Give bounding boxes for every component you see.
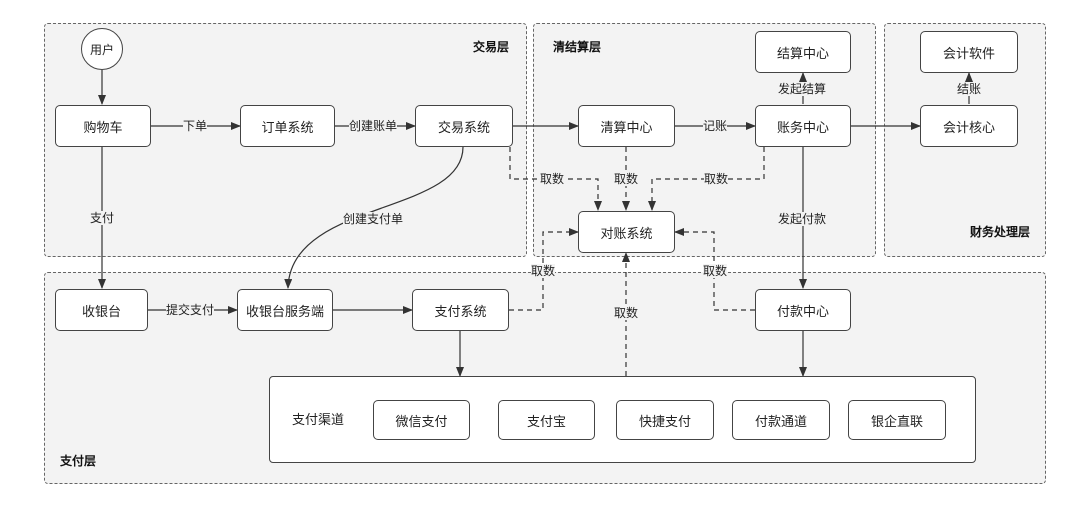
edge-label-submit-payment: 提交支付 xyxy=(166,303,215,317)
accounting-core-node[interactable]: 会计核心 xyxy=(920,105,1018,147)
user-node[interactable]: 用户 xyxy=(81,28,123,70)
edge-label-record: 记账 xyxy=(703,119,728,133)
channel-item[interactable]: 付款通道 xyxy=(732,400,830,440)
accounting-software-node[interactable]: 会计软件 xyxy=(920,31,1018,73)
trade-system-node[interactable]: 交易系统 xyxy=(415,105,513,147)
order-system-node[interactable]: 订单系统 xyxy=(240,105,335,147)
edge-label-place-order: 下单 xyxy=(183,119,208,133)
channel-item[interactable]: 银企直联 xyxy=(848,400,946,440)
finance-layer-title: 财务处理层 xyxy=(970,225,1031,239)
channel-item[interactable]: 支付宝 xyxy=(498,400,595,440)
edge-label-pay: 支付 xyxy=(90,211,115,225)
edge-trade-cashierserver xyxy=(284,146,464,289)
cashier-node[interactable]: 收银台 xyxy=(55,289,148,331)
edge-label-fetch-clearing: 取数 xyxy=(614,172,639,186)
edge-payout-reconcile xyxy=(674,228,755,311)
edge-label-close-books: 结账 xyxy=(957,82,982,96)
edge-label-initiate-payout: 发起付款 xyxy=(778,212,827,226)
payment-channels-title: 支付渠道 xyxy=(292,413,345,428)
cashier-server-node[interactable]: 收银台服务端 xyxy=(237,289,333,331)
channel-item[interactable]: 快捷支付 xyxy=(616,400,714,440)
settlement-center-node[interactable]: 结算中心 xyxy=(755,31,851,73)
reconcile-system-node[interactable]: 对账系统 xyxy=(578,211,675,253)
channel-item[interactable]: 微信支付 xyxy=(373,400,470,440)
edge-label-fetch-payment: 取数 xyxy=(531,264,556,278)
edge-label-initiate-settlement: 发起结算 xyxy=(778,82,827,96)
edge-label-fetch-trade: 取数 xyxy=(540,172,565,186)
payment-layer-title: 支付层 xyxy=(60,454,97,468)
edge-label-fetch-payout: 取数 xyxy=(703,264,728,278)
trade-layer-title: 交易层 xyxy=(473,40,510,54)
clearing-layer-title: 清结算层 xyxy=(553,40,602,54)
cart-node[interactable]: 购物车 xyxy=(55,105,151,147)
clearing-center-node[interactable]: 清算中心 xyxy=(578,105,675,147)
payment-system-node[interactable]: 支付系统 xyxy=(412,289,509,331)
edge-label-create-pay-order: 创建支付单 xyxy=(343,212,404,226)
account-center-node[interactable]: 账务中心 xyxy=(755,105,851,147)
edge-label-fetch-account: 取数 xyxy=(704,172,729,186)
edge-label-fetch-channel: 取数 xyxy=(614,306,639,320)
payout-center-node[interactable]: 付款中心 xyxy=(755,289,851,331)
edge-label-create-bill: 创建账单 xyxy=(349,119,398,133)
